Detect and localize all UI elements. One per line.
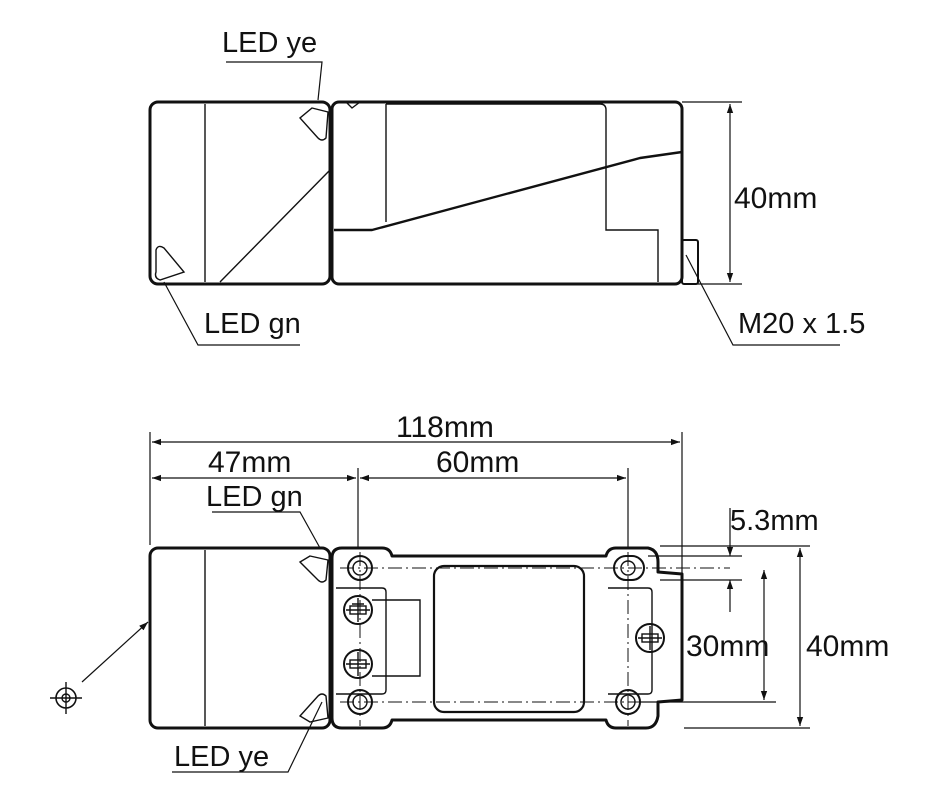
top-height-label: 40mm: [734, 182, 817, 215]
screw-head-icon: [343, 649, 373, 679]
label-window: [432, 564, 586, 714]
top-led-gn-label: LED gn: [204, 308, 301, 340]
top-led-ye-icon: [298, 107, 329, 141]
mounting-hole-bottom-left: [347, 689, 373, 715]
bottom-led-gn-label: LED gn: [206, 481, 303, 513]
bottom-height-label: 40mm: [806, 630, 889, 663]
target-crosshair-icon: [50, 682, 82, 714]
bottom-led-ye-icon: [298, 693, 329, 723]
hole-vertical-spacing-label: 30mm: [686, 630, 769, 663]
bottom-housing: [330, 546, 684, 730]
hole-spacing-label: 60mm: [436, 446, 519, 479]
bottom-sensor-head: [148, 546, 332, 730]
bottom-led-gn-icon: [298, 555, 329, 583]
top-view: 40mm LED ye LED gn M20 x 1.5: [148, 27, 865, 346]
bottom-view: 118mm 47mm 60mm: [50, 411, 889, 773]
top-led-gn-icon: [154, 245, 186, 281]
top-housing: [330, 100, 684, 286]
top-led-ye-label: LED ye: [222, 27, 317, 59]
mounting-hole-top-left: [347, 555, 373, 581]
terminal-block: [372, 599, 421, 677]
head-length-label: 47mm: [208, 446, 291, 479]
hole-diameter-label: 5.3mm: [730, 505, 819, 537]
screw-head-icon: [343, 595, 373, 625]
mounting-hole-top-right: [613, 555, 645, 581]
screw-head-icon: [635, 623, 665, 653]
bottom-led-ye-label: LED ye: [174, 741, 269, 773]
overall-length-label: 118mm: [396, 411, 494, 444]
top-sensor-head: [148, 100, 332, 286]
top-thread-label: M20 x 1.5: [738, 308, 865, 340]
